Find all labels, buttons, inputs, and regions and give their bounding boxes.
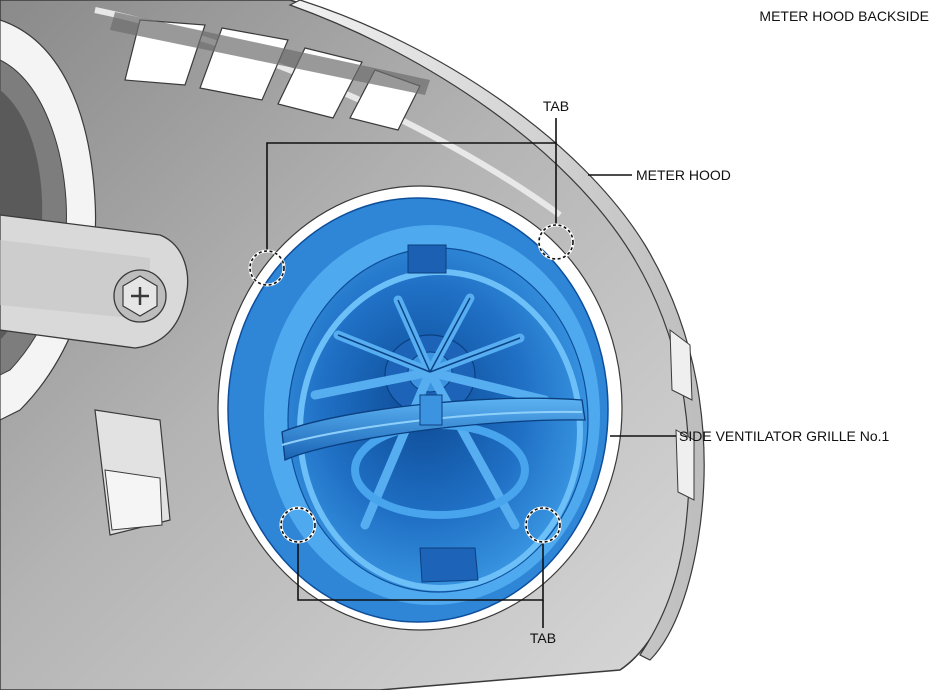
tab-marker-bottom-left xyxy=(280,507,316,543)
tab-label-bottom: TAB xyxy=(530,630,556,646)
ventilator-grille xyxy=(217,185,623,631)
tab-marker-top-right xyxy=(538,224,574,260)
tab-label-top: TAB xyxy=(543,98,569,114)
tab-top-leader xyxy=(266,142,557,252)
grille-label: SIDE VENTILATOR GRILLE No.1 xyxy=(679,428,890,444)
meter-hood-label: METER HOOD xyxy=(636,167,731,183)
hood-slots xyxy=(110,12,430,131)
tab-bottom-leader xyxy=(297,543,544,601)
figure-caption: METER HOOD BACKSIDE xyxy=(759,8,929,24)
lower-clip xyxy=(94,409,171,536)
tab-marker-bottom-right xyxy=(525,507,561,543)
tab-marker-top-left xyxy=(249,250,285,286)
tab-callouts xyxy=(248,118,575,628)
bracket xyxy=(0,214,189,349)
